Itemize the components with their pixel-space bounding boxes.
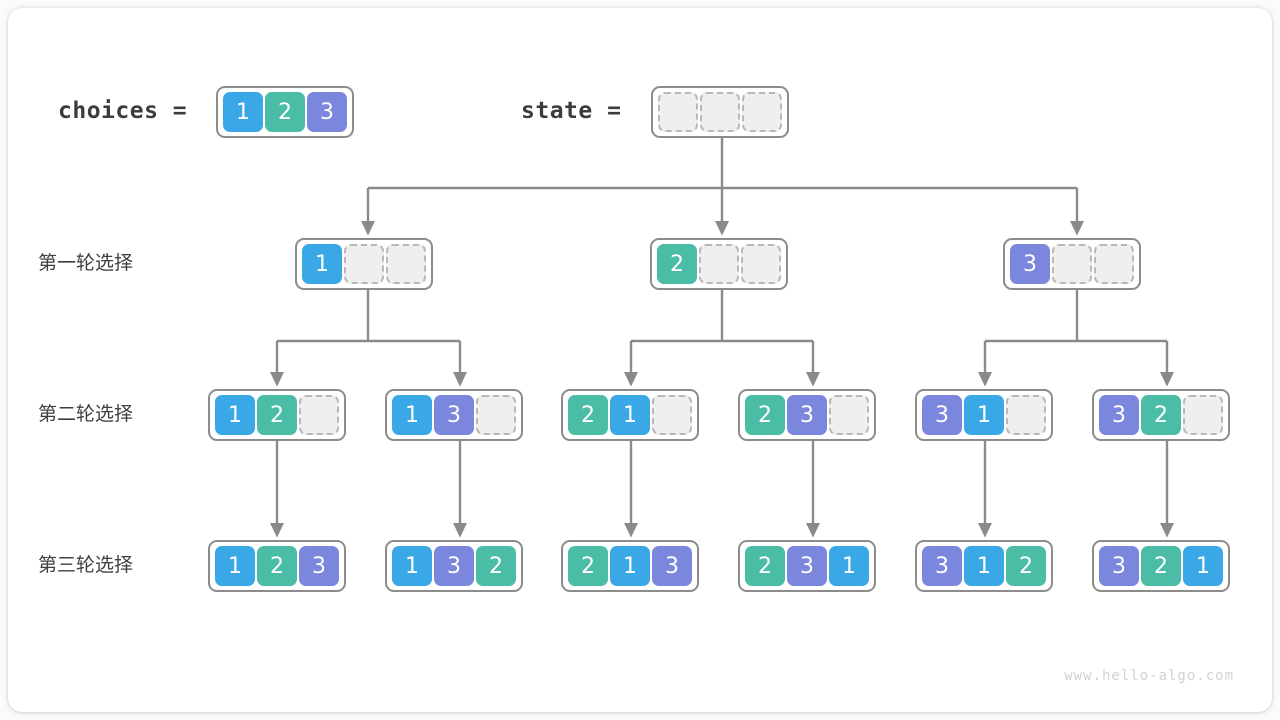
array-cell-filled: 1 [610,395,650,435]
state-label: state = [521,98,622,124]
array-cell-empty [344,244,384,284]
array-cell-filled: 2 [568,546,608,586]
array-cell-filled: 2 [265,92,305,132]
diagram-card [8,8,1272,712]
array-cell-filled: 2 [1141,395,1181,435]
state-node-r1-c3: 3 [1003,238,1141,290]
array-cell-filled: 1 [392,546,432,586]
array-cell-filled: 1 [215,395,255,435]
array-cell-filled: 2 [257,546,297,586]
array-cell-empty [658,92,698,132]
array-cell-filled: 3 [307,92,347,132]
array-cell-filled: 3 [787,546,827,586]
array-cell-empty [1094,244,1134,284]
state-node-r1-c2: 2 [650,238,788,290]
array-cell-filled: 3 [1010,244,1050,284]
array-cell-empty [476,395,516,435]
array-cell-filled: 1 [215,546,255,586]
array-cell-empty [1183,395,1223,435]
array-cell-filled: 1 [223,92,263,132]
array-cell-filled: 1 [610,546,650,586]
array-cell-filled: 3 [434,546,474,586]
array-cell-filled: 1 [1183,546,1223,586]
array-cell-filled: 3 [787,395,827,435]
array-cell-filled: 2 [1006,546,1046,586]
state-array [651,86,789,138]
array-cell-empty [829,395,869,435]
array-cell-empty [299,395,339,435]
array-cell-filled: 2 [476,546,516,586]
array-cell-empty [1052,244,1092,284]
array-cell-filled: 1 [302,244,342,284]
array-cell-filled: 1 [964,546,1004,586]
array-cell-empty [700,92,740,132]
array-cell-filled: 3 [922,546,962,586]
array-cell-filled: 3 [922,395,962,435]
array-cell-filled: 3 [1099,395,1139,435]
array-cell-empty [1006,395,1046,435]
array-cell-empty [652,395,692,435]
array-cell-filled: 3 [1099,546,1139,586]
array-cell-filled: 2 [657,244,697,284]
array-cell-filled: 1 [829,546,869,586]
array-cell-filled: 2 [1141,546,1181,586]
array-cell-empty [741,244,781,284]
array-cell-filled: 3 [299,546,339,586]
array-cell-filled: 2 [745,395,785,435]
array-cell-filled: 1 [964,395,1004,435]
row-label-1: 第一轮选择 [38,252,134,274]
array-cell-empty [386,244,426,284]
array-cell-filled: 2 [257,395,297,435]
array-cell-empty [699,244,739,284]
array-cell-empty [742,92,782,132]
row-label-3: 第三轮选择 [38,554,134,576]
choices-label: choices = [58,98,188,124]
watermark: www.hello-algo.com [1064,668,1234,684]
row-label-2: 第二轮选择 [38,403,134,425]
array-cell-filled: 2 [745,546,785,586]
array-cell-filled: 3 [652,546,692,586]
array-cell-filled: 3 [434,395,474,435]
array-cell-filled: 1 [392,395,432,435]
state-node-r1-c1: 1 [295,238,433,290]
array-cell-filled: 2 [568,395,608,435]
